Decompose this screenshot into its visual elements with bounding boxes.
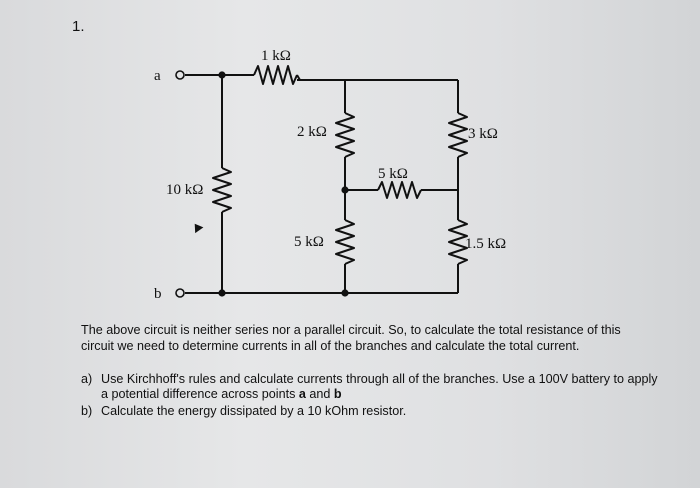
label-10k: 10 kΩ — [166, 182, 203, 198]
point-a: a — [298, 387, 306, 401]
description-text: The above circuit is neither series nor … — [81, 323, 621, 353]
terminal-b — [175, 288, 185, 298]
task-b-text: Calculate the energy dissipated by a 10 … — [101, 404, 407, 418]
task-b-marker: b) — [81, 404, 93, 418]
label-3k: 3 kΩ — [468, 126, 498, 142]
resistor-2k — [335, 112, 355, 158]
terminal-b-label: b — [154, 286, 162, 302]
junction-bottom-mid — [341, 289, 349, 297]
junction-mid-bridge — [341, 186, 349, 194]
label-2k: 2 kΩ — [297, 124, 327, 140]
task-list: a) Use Kirchhoff's rules and calculate c… — [81, 372, 666, 421]
junction-bottom-left — [218, 289, 226, 297]
label-1k: 1 kΩ — [261, 48, 291, 64]
label-1-5k: 1.5 kΩ — [465, 236, 506, 252]
task-a: a) Use Kirchhoff's rules and calculate c… — [81, 372, 666, 402]
task-a-marker: a) — [81, 372, 93, 386]
label-5k-lower: 5 kΩ — [294, 234, 324, 250]
task-a-text: Use Kirchhoff's rules and calculate curr… — [101, 372, 658, 401]
resistor-1k — [253, 65, 298, 85]
label-5k-bridge: 5 kΩ — [378, 166, 408, 182]
circuit-diagram: a b 1 kΩ 2 kΩ 3 kΩ 5 kΩ 10 kΩ 5 kΩ 1.5 k… — [154, 48, 506, 302]
problem-number: 1. — [72, 18, 85, 35]
point-b: b — [333, 387, 342, 401]
terminal-a-label: a — [154, 68, 161, 84]
resistor-10k — [212, 167, 232, 213]
task-b: b) Calculate the energy dissipated by a … — [81, 404, 666, 419]
resistor-1-5k — [448, 219, 468, 265]
terminal-a — [175, 70, 185, 80]
resistor-3k — [448, 112, 468, 158]
resistor-5k-lower — [335, 219, 355, 265]
junction-top-left — [218, 71, 226, 79]
resistor-5k-bridge — [377, 181, 422, 199]
